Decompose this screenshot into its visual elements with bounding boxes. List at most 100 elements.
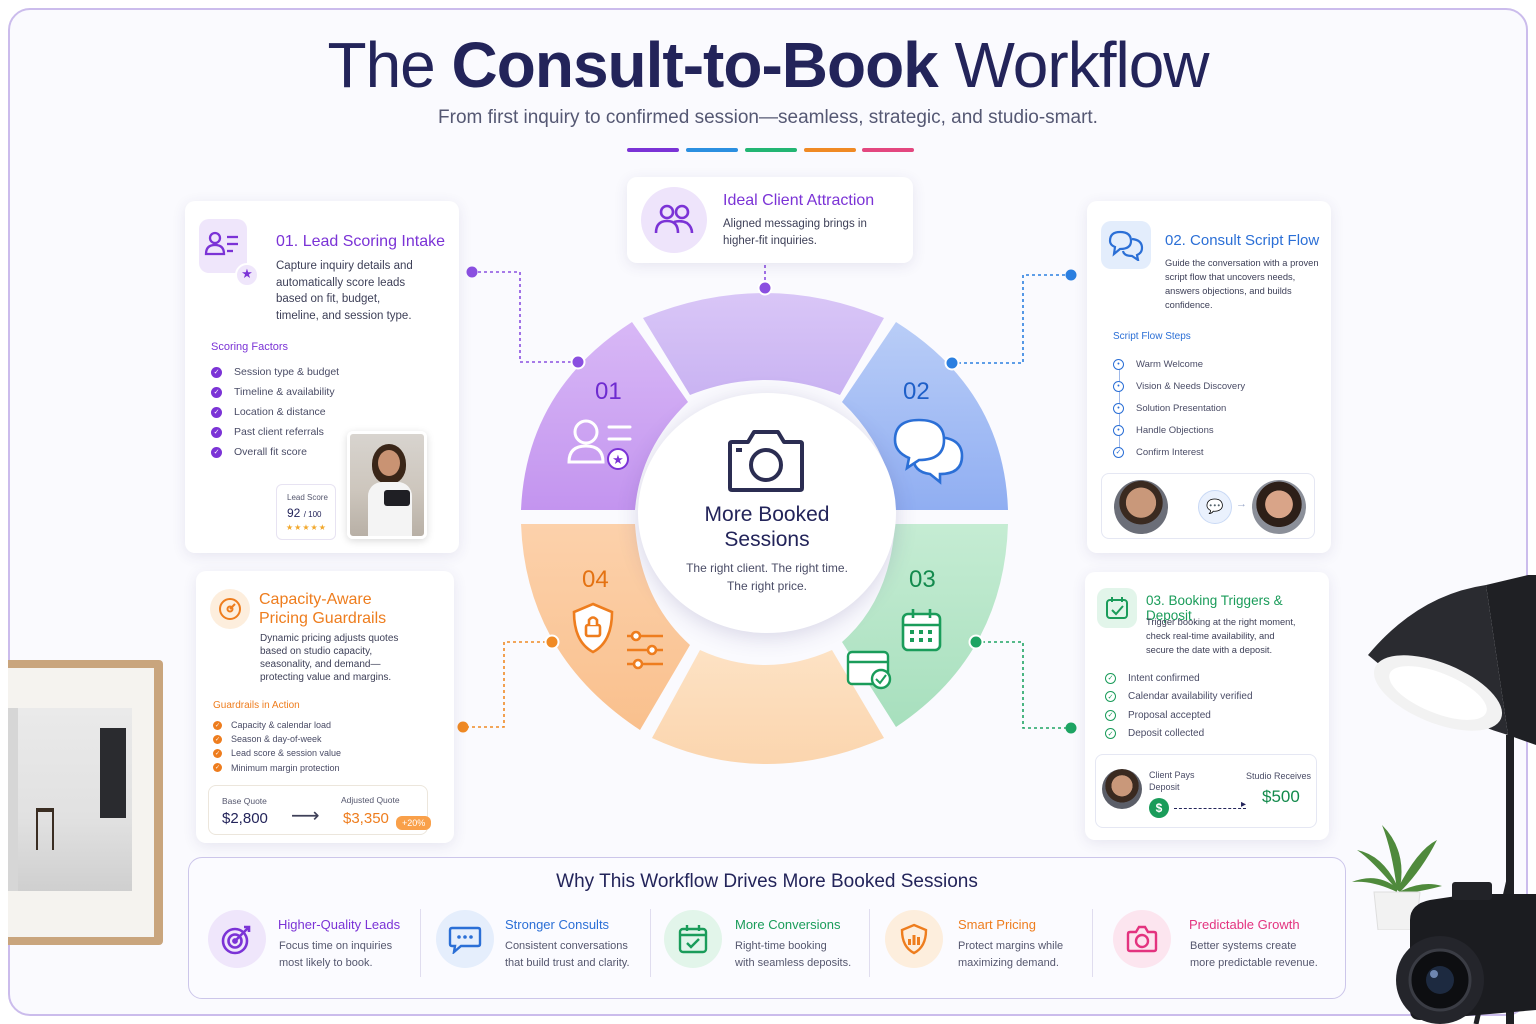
profile-card-icon — [204, 231, 238, 256]
list-item: ✓Season & day-of-week — [213, 734, 322, 745]
benefit-divider — [869, 909, 870, 977]
user-list-icon — [567, 419, 632, 464]
page-title: The Consult-to-Book Workflow — [327, 29, 1209, 101]
check-icon: ✓ — [213, 748, 222, 758]
guardrails-list: ✓Capacity & calendar load ✓Season & day-… — [213, 718, 341, 775]
step-icon: • — [1113, 402, 1124, 414]
check-icon: ✓ — [211, 386, 222, 398]
check-icon: ✓ — [213, 763, 222, 773]
accent-rule-orange — [804, 148, 856, 152]
segment-03-number: 03 — [909, 566, 936, 593]
check-icon: ✓ — [211, 406, 222, 418]
avatar-client-small — [1102, 769, 1142, 809]
benefit-divider — [420, 909, 421, 977]
consult-script-card: 02. Consult Script Flow Guide the conver… — [1087, 201, 1331, 553]
sliders-icon — [627, 630, 663, 670]
script-steps-label: Script Flow Steps — [1113, 331, 1191, 342]
benefit-title-4: Smart Pricing — [958, 917, 1037, 932]
list-item: ✓Deposit collected — [1105, 725, 1253, 744]
booking-checks-list: ✓Intent confirmed ✓Calendar availability… — [1105, 669, 1253, 743]
list-item: ✓Lead score & session value — [213, 748, 342, 759]
list-item: ✓Confirm Interest — [1113, 441, 1245, 463]
list-item: ✓Past client referrals — [211, 422, 339, 442]
rating-stars: ★★★★★ — [286, 523, 327, 532]
shield-lock-icon — [572, 602, 614, 654]
benefit-title-5: Predictable Growth — [1189, 917, 1300, 932]
check-icon: ✓ — [1105, 728, 1116, 740]
benefit-title-3: More Conversions — [735, 917, 841, 932]
card-check-icon — [846, 650, 892, 690]
step-icon: ✓ — [1113, 446, 1124, 458]
check-icon: ✓ — [211, 426, 222, 438]
step-icon: • — [1113, 358, 1124, 370]
transfer-arrow-head-icon: ▸ — [1241, 799, 1247, 810]
star-icon: ★ — [235, 263, 259, 287]
step-icon: • — [1113, 424, 1124, 436]
scoring-factors-list: ✓Session type & budget ✓Timeline & avail… — [211, 362, 339, 462]
booking-title: 03. Booking Triggers & Deposit — [1146, 593, 1283, 623]
lead-scoring-card: ★ 01. Lead Scoring Intake Capture inquir… — [185, 201, 459, 553]
accent-rule-pink — [862, 148, 914, 152]
page-subtitle: From first inquiry to confirmed session—… — [438, 107, 1098, 128]
booking-icon-wrap — [1097, 588, 1137, 628]
benefit-title-2: Stronger Consults — [505, 917, 610, 932]
script-steps-list: •Warm Welcome •Vision & Needs Discovery … — [1113, 353, 1245, 463]
step-icon: • — [1113, 380, 1124, 392]
target-icon — [208, 910, 266, 968]
list-item: ✓Overall fit score — [211, 442, 339, 462]
arrow-right-icon: ⟶ — [291, 805, 320, 827]
benefit-divider — [1092, 909, 1093, 977]
segment-01 — [521, 322, 688, 510]
chat-benefit-icon — [436, 910, 494, 968]
pricing-icon-wrap — [210, 589, 250, 629]
check-icon: ✓ — [1105, 672, 1116, 684]
benefit-title-1: Higher-Quality Leads — [278, 917, 401, 932]
transfer-arrow — [1174, 808, 1246, 809]
lead-scoring-title: 01. Lead Scoring Intake — [276, 233, 446, 250]
gauge-icon — [219, 598, 241, 620]
photographer-photo — [347, 431, 427, 539]
calendar-icon — [901, 609, 942, 652]
studio-receives-label: Studio Receives — [1246, 771, 1312, 781]
plant-decoration — [1352, 825, 1442, 930]
check-icon: ✓ — [213, 720, 222, 730]
list-item: ✓Location & distance — [211, 402, 339, 422]
check-icon: ✓ — [1105, 691, 1116, 703]
attraction-icon-wrap — [641, 187, 707, 253]
lead-score-box: Lead Score 92 / 100 ★★★★★ — [276, 484, 336, 540]
check-icon: ✓ — [211, 446, 222, 458]
check-icon: ✓ — [1105, 709, 1116, 721]
adjusted-quote-label: Adjusted Quote — [341, 795, 400, 805]
consult-icon-wrap — [1101, 221, 1151, 269]
list-item: •Warm Welcome — [1113, 353, 1245, 375]
list-item: ✓Timeline & availability — [211, 382, 339, 402]
center-desc: The right client. The right time. The ri… — [686, 561, 848, 593]
consult-participants-box: 💬 → — [1101, 473, 1315, 539]
list-item: •Handle Objections — [1113, 419, 1245, 441]
avatar-client — [1252, 480, 1306, 534]
base-quote-label: Base Quote — [222, 796, 267, 806]
attraction-title: Ideal Client Attraction — [723, 192, 875, 209]
list-item: •Solution Presentation — [1113, 397, 1245, 419]
list-item: ✓Proposal accepted — [1105, 706, 1253, 725]
adjusted-quote-value: $3,350 — [343, 810, 389, 827]
booking-card: 03. Booking Triggers & Deposit Trigger b… — [1085, 572, 1329, 840]
list-item: •Vision & Needs Discovery — [1113, 375, 1245, 397]
lead-score-label: Lead Score — [287, 493, 328, 502]
segment-bottom — [652, 650, 884, 764]
center-title: More Booked Sessions — [704, 503, 830, 551]
lead-score-value: 92 / 100 — [287, 506, 322, 520]
people-icon — [654, 204, 694, 234]
svg-text:★: ★ — [612, 453, 624, 468]
camera-benefit-icon — [1113, 910, 1171, 968]
list-item: ✓Calendar availability verified — [1105, 688, 1253, 707]
